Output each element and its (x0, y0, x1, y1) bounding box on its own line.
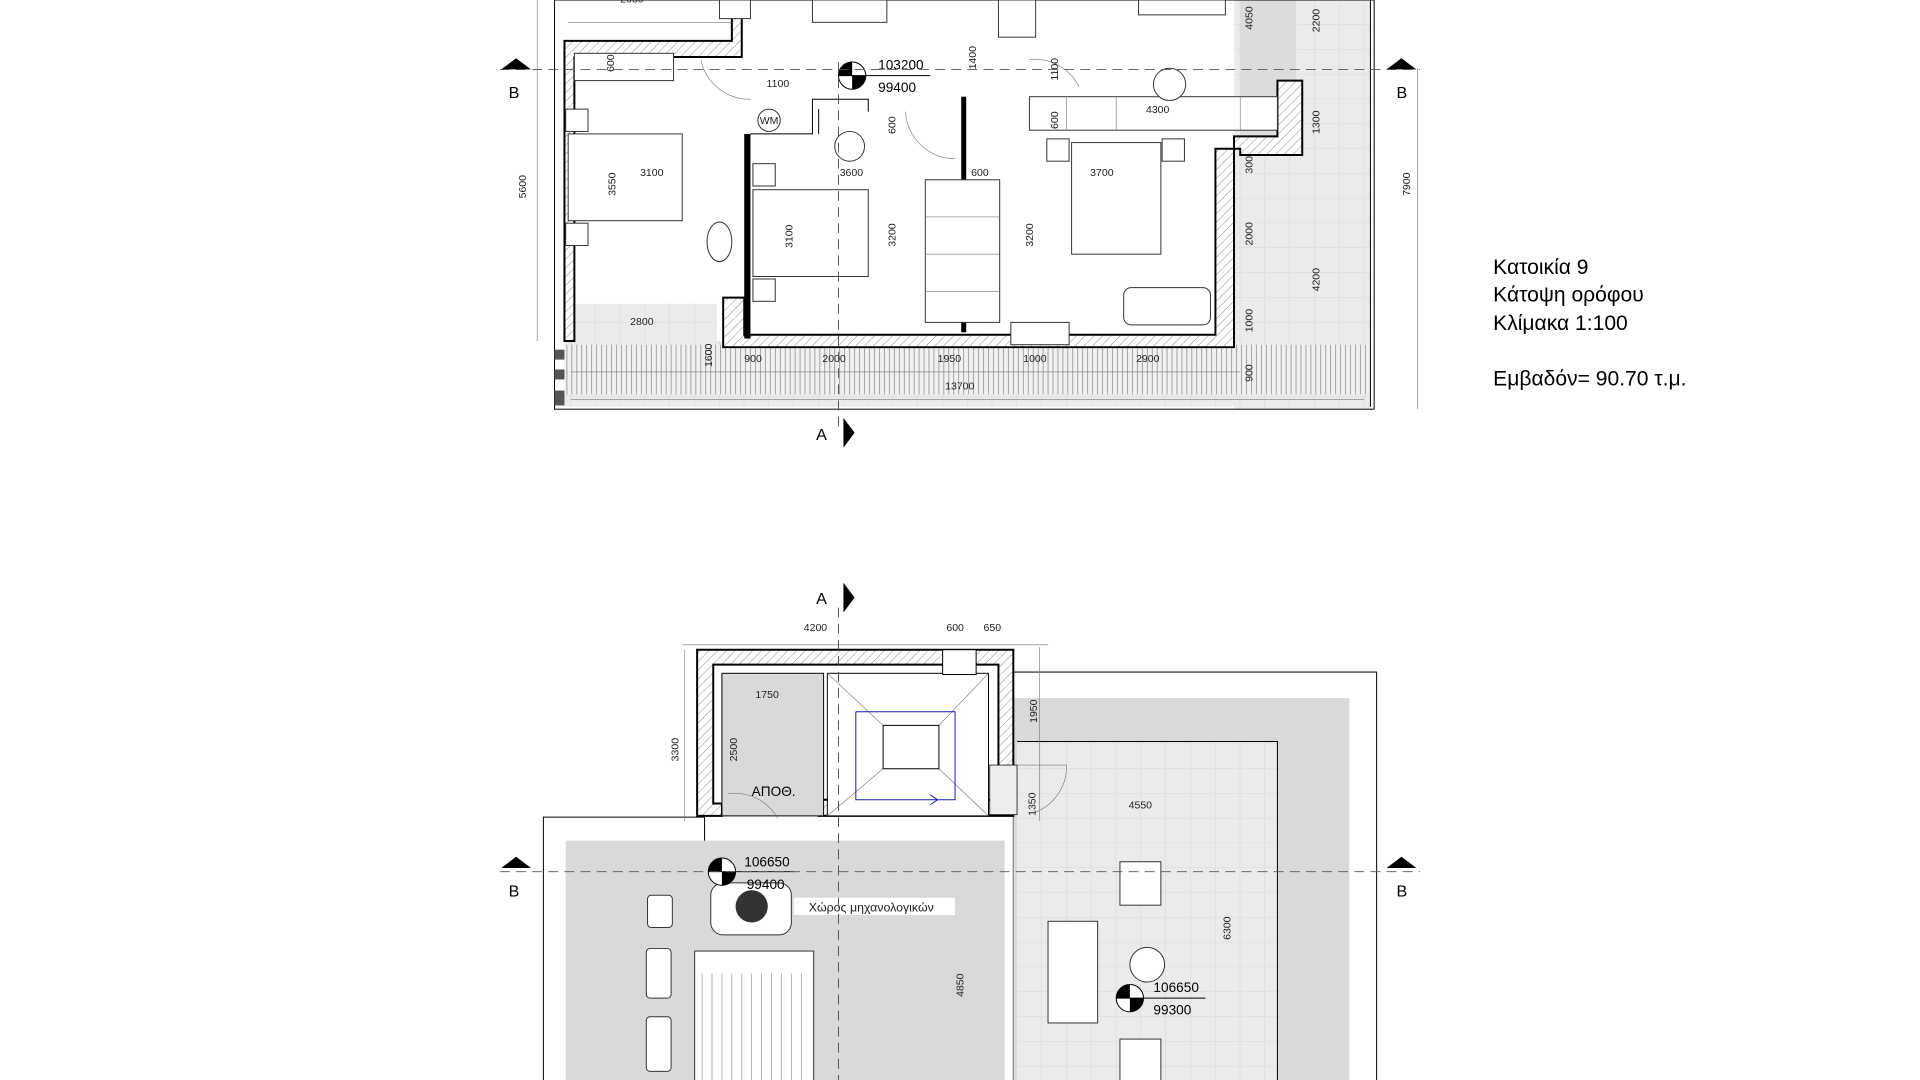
svg-text:2200: 2200 (1311, 9, 1323, 33)
svg-text:2900: 2900 (1136, 353, 1160, 365)
scale-label: Κλίμακα 1:100 (1493, 312, 1628, 335)
svg-text:300: 300 (1244, 156, 1256, 174)
roof-plan: ΑΠΟΘ. Χώρος μηχανολογικών 106650 99400 (499, 582, 1421, 1080)
washing-machine (757, 108, 781, 132)
svg-text:900: 900 (1244, 364, 1256, 382)
svg-text:3200: 3200 (1024, 223, 1036, 247)
svg-text:1400: 1400 (967, 46, 979, 70)
armchair-1 (1119, 861, 1162, 906)
wm-label: WM (760, 115, 779, 127)
tank-2 (645, 1016, 672, 1072)
title-block: Κατοικία 9 Κάτοψη ορόφου Κλίμακα 1:100 Ε… (1493, 256, 1686, 391)
section-b-left: B (509, 84, 520, 102)
wall-bedroom2 (744, 133, 751, 339)
bed-2 (752, 189, 869, 278)
svg-text:99400: 99400 (747, 877, 785, 892)
level-marker-2: 106650 99300 (1115, 980, 1206, 1017)
coffee-table (1129, 946, 1166, 983)
mechanical-area-label: Χώρος μηχανολογικών (809, 900, 934, 914)
solar-collector (694, 950, 815, 1080)
svg-text:600: 600 (946, 622, 964, 634)
svg-text:600: 600 (887, 116, 899, 134)
svg-text:1950: 1950 (1028, 699, 1040, 723)
svg-text:4200: 4200 (804, 622, 828, 634)
svg-text:1300: 1300 (1311, 110, 1323, 134)
bed-1 (567, 133, 683, 222)
svg-text:2000: 2000 (822, 353, 846, 365)
svg-text:4200: 4200 (1311, 268, 1323, 292)
section-a-upper: A (816, 426, 827, 444)
plan-title: Κάτοψη ορόφου (1493, 283, 1644, 306)
svg-text:3700: 3700 (1090, 167, 1114, 179)
sofa (1047, 920, 1099, 1024)
svg-text:3600: 3600 (840, 167, 864, 179)
svg-text:2800: 2800 (630, 316, 654, 328)
svg-text:106650: 106650 (744, 855, 790, 870)
svg-text:4050: 4050 (1244, 6, 1256, 30)
svg-text:2050: 2050 (620, 0, 644, 5)
svg-text:2500: 2500 (728, 738, 740, 762)
upper-dimensions: 2050 600 1100 1400 1100 4050 2200 600 43… (517, 0, 1413, 392)
bed-3 (1071, 142, 1162, 255)
storage-room (721, 672, 825, 817)
svg-text:3300: 3300 (670, 738, 682, 762)
svg-text:3550: 3550 (606, 172, 618, 196)
level-top: 103200 (878, 57, 924, 72)
svg-text:4550: 4550 (1129, 799, 1153, 811)
svg-text:1000: 1000 (1244, 309, 1256, 333)
level-marker: 103200 99400 (837, 57, 931, 95)
stair-direction-arrow (855, 711, 956, 806)
svg-text:3100: 3100 (784, 224, 796, 248)
svg-text:1100: 1100 (767, 78, 790, 90)
svg-text:1350: 1350 (1027, 792, 1039, 816)
upper-floor-plan: WM 103200 99400 2050 600 1100 1400 1100 … (499, 0, 1421, 448)
wall-right-upper (1233, 79, 1304, 156)
svg-text:600: 600 (971, 167, 989, 179)
area-label: Εμβαδόν= 90.70 τ.μ. (1493, 368, 1686, 391)
section-b-right-roof: B (1396, 882, 1407, 900)
svg-text:600: 600 (605, 54, 617, 72)
armchair-2 (1119, 1038, 1162, 1080)
roof-terrace-tiles (1017, 741, 1278, 1080)
svg-text:5600: 5600 (517, 175, 529, 199)
svg-text:1950: 1950 (938, 353, 962, 365)
section-b-left-roof: B (509, 882, 520, 900)
svg-text:600: 600 (1049, 111, 1061, 129)
level-bottom: 99400 (878, 80, 916, 95)
svg-text:900: 900 (744, 353, 762, 365)
svg-text:4850: 4850 (955, 973, 967, 997)
svg-text:1600: 1600 (703, 343, 715, 367)
tank-1 (645, 948, 672, 999)
svg-text:7900: 7900 (1401, 172, 1413, 196)
section-b-right: B (1396, 84, 1407, 102)
svg-text:3100: 3100 (640, 167, 664, 179)
svg-text:1750: 1750 (755, 689, 779, 701)
svg-text:2000: 2000 (1244, 222, 1256, 246)
storage-label: ΑΠΟΘ. (752, 784, 796, 799)
left-balcony (574, 303, 717, 341)
svg-text:13700: 13700 (945, 380, 974, 392)
svg-text:6300: 6300 (1221, 916, 1233, 940)
svg-text:4300: 4300 (1146, 104, 1170, 116)
balcony-railing (564, 344, 1371, 395)
pump (647, 894, 673, 928)
house-title: Κατοικία 9 (1493, 256, 1588, 279)
svg-text:650: 650 (984, 622, 1002, 634)
wardrobe (924, 179, 1001, 323)
svg-text:99300: 99300 (1153, 1002, 1191, 1017)
section-a-roof: A (816, 590, 827, 608)
svg-text:106650: 106650 (1153, 980, 1199, 995)
svg-text:1000: 1000 (1023, 353, 1047, 365)
svg-text:3200: 3200 (887, 223, 899, 247)
exterior-wall-left (563, 0, 743, 342)
roof-dimensions: 4200 600 650 1750 1950 3300 2500 1350 45… (670, 622, 1234, 997)
